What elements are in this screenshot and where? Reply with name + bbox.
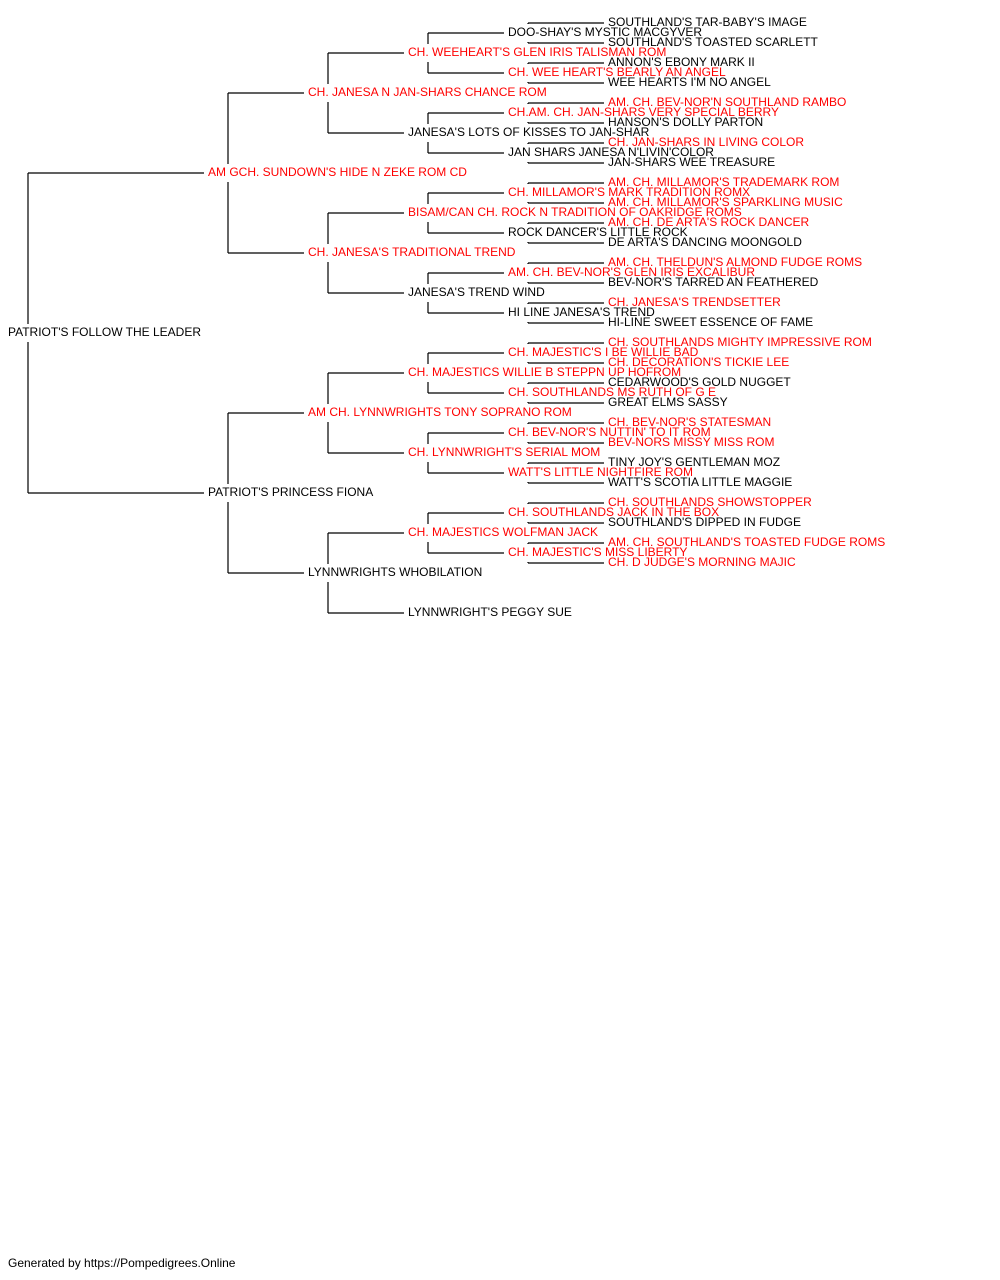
pedigree-dam-sire-dam-dam-dam: WATT'S SCOTIA LITTLE MAGGIE	[608, 475, 792, 489]
pedigree-sire-sire-dam-sire-sire: AM. CH. BEV-NOR'N SOUTHLAND RAMBO	[608, 95, 846, 109]
pedigree-sire-dam-sire: BISAM/CAN CH. ROCK N TRADITION OF OAKRID…	[408, 205, 742, 219]
pedigree-dam-sire-sire-sire-dam: CH. DECORATION'S TICKIE LEE	[608, 355, 789, 369]
pedigree-sire-dam-dam: JANESA'S TREND WIND	[408, 285, 545, 299]
pedigree-dam-sire-sire-sire-sire: CH. SOUTHLANDS MIGHTY IMPRESSIVE ROM	[608, 335, 872, 349]
pedigree-sire-sire-sire-sire-dam: SOUTHLAND'S TOASTED SCARLETT	[608, 35, 819, 49]
pedigree-dam-sire-dam: CH. LYNNWRIGHT'S SERIAL MOM	[408, 445, 600, 459]
pedigree-sire-sire-sire-dam-sire: ANNON'S EBONY MARK II	[608, 55, 755, 69]
pedigree-dam-sire-sire-dam-dam: GREAT ELMS SASSY	[608, 395, 728, 409]
pedigree-sire-sire: CH. JANESA N JAN-SHARS CHANCE ROM	[308, 85, 547, 99]
pedigree-sire-sire-sire: CH. WEEHEART'S GLEN IRIS TALISMAN ROM	[408, 45, 666, 59]
pedigree-dam-sire-sire-dam-sire: CEDARWOOD'S GOLD NUGGET	[608, 375, 791, 389]
pedigree-sire-dam-dam-sire: AM. CH. BEV-NOR'S GLEN IRIS EXCALIBUR	[508, 265, 755, 279]
footer-credit: Generated by https://Pompedigrees.Online	[8, 1256, 236, 1270]
pedigree-sire-dam-sire-sire: CH. MILLAMOR'S MARK TRADITION ROMX	[508, 185, 750, 199]
pedigree-sire-dam-dam-dam: HI LINE JANESA'S TREND	[508, 305, 655, 319]
pedigree-dam-sire-dam-sire-dam: BEV-NORS MISSY MISS ROM	[608, 435, 774, 449]
pedigree-sire-dam-dam-sire-dam: BEV-NOR'S TARRED AN FEATHERED	[608, 275, 819, 289]
pedigree-sire-sire-dam-sire-dam: HANSON'S DOLLY PARTON	[608, 115, 763, 129]
pedigree-sire-sire-sire-dam: CH. WEE HEART'S BEARLY AN ANGEL	[508, 65, 726, 79]
pedigree-sire: AM GCH. SUNDOWN'S HIDE N ZEKE ROM CD	[208, 165, 467, 179]
pedigree-dam-sire-sire-sire: CH. MAJESTIC'S I BE WILLIE BAD	[508, 345, 699, 359]
pedigree-sire-dam-sire-dam-sire: AM. CH. DE ARTA'S ROCK DANCER	[608, 215, 810, 229]
pedigree-sire-sire-dam-dam-dam: JAN-SHARS WEE TREASURE	[608, 155, 775, 169]
pedigree-sire-dam: CH. JANESA'S TRADITIONAL TREND	[308, 245, 516, 259]
pedigree-sire-sire-sire-dam-dam: WEE HEARTS I'M NO ANGEL	[608, 75, 771, 89]
pedigree-dam-sire-sire: CH. MAJESTICS WILLIE B STEPPN UP HOFROM	[408, 365, 681, 379]
pedigree-sire-dam-sire-sire-sire: AM. CH. MILLAMOR'S TRADEMARK ROM	[608, 175, 839, 189]
pedigree-dam-sire-dam-dam-sire: TINY JOY'S GENTLEMAN MOZ	[608, 455, 780, 469]
pedigree-dam-dam: LYNNWRIGHTS WHOBILATION	[308, 565, 482, 579]
pedigree-dam-sire-dam-sire: CH. BEV-NOR'S NUTTIN' TO IT ROM	[508, 425, 711, 439]
pedigree-dam: PATRIOT'S PRINCESS FIONA	[208, 485, 373, 499]
pedigree-dam-dam-sire-sire: CH. SOUTHLANDS JACK IN THE BOX	[508, 505, 719, 519]
pedigree-dam-sire-sire-dam: CH. SOUTHLANDS MS RUTH OF G E	[508, 385, 716, 399]
pedigree-sire-sire-dam-dam-sire: CH. JAN-SHARS IN LIVING COLOR	[608, 135, 804, 149]
pedigree-dam-dam-sire-dam-dam: CH. D JUDGE'S MORNING MAJIC	[608, 555, 796, 569]
pedigree-sire-dam-sire-dam-dam: DE ARTA'S DANCING MOONGOLD	[608, 235, 802, 249]
pedigree-sire-sire-dam-sire: CH.AM. CH. JAN-SHARS VERY SPECIAL BERRY	[508, 105, 779, 119]
pedigree-dam-dam-sire: CH. MAJESTICS WOLFMAN JACK	[408, 525, 598, 539]
pedigree-sire-sire-sire-sire: DOO-SHAY'S MYSTIC MACGYVER	[508, 25, 702, 39]
pedigree-subject: PATRIOT'S FOLLOW THE LEADER	[8, 325, 201, 339]
pedigree-dam-dam-sire-dam-sire: AM. CH. SOUTHLAND'S TOASTED FUDGE ROMS	[608, 535, 885, 549]
pedigree-sire-sire-dam: JANESA'S LOTS OF KISSES TO JAN-SHAR	[408, 125, 650, 139]
pedigree-dam-sire-dam-dam: WATT'S LITTLE NIGHTFIRE ROM	[508, 465, 693, 479]
pedigree-dam-sire: AM CH. LYNNWRIGHTS TONY SOPRANO ROM	[308, 405, 572, 419]
pedigree-dam-sire-dam-sire-sire: CH. BEV-NOR'S STATESMAN	[608, 415, 771, 429]
pedigree-dam-dam-sire-dam: CH. MAJESTIC'S MISS LIBERTY	[508, 545, 687, 559]
pedigree-sire-dam-dam-dam-sire: CH. JANESA'S TRENDSETTER	[608, 295, 781, 309]
pedigree-dam-dam-sire-sire-sire: CH. SOUTHLANDS SHOWSTOPPER	[608, 495, 812, 509]
pedigree-dam-dam-sire-sire-dam: SOUTHLAND'S DIPPED IN FUDGE	[608, 515, 801, 529]
pedigree-sire-sire-dam-dam: JAN SHARS JANESA N'LIVIN'COLOR	[508, 145, 714, 159]
pedigree-sire-dam-dam-dam-dam: HI-LINE SWEET ESSENCE OF FAME	[608, 315, 813, 329]
pedigree-sire-dam-sire-sire-dam: AM. CH. MILLAMOR'S SPARKLING MUSIC	[608, 195, 843, 209]
pedigree-sire-dam-sire-dam: ROCK DANCER'S LITTLE ROCK	[508, 225, 688, 239]
pedigree-dam-dam-dam: LYNNWRIGHT'S PEGGY SUE	[408, 605, 572, 619]
pedigree-sire-dam-dam-sire-sire: AM. CH. THELDUN'S ALMOND FUDGE ROMS	[608, 255, 862, 269]
pedigree-sire-sire-sire-sire-sire: SOUTHLAND'S TAR-BABY'S IMAGE	[608, 15, 807, 29]
